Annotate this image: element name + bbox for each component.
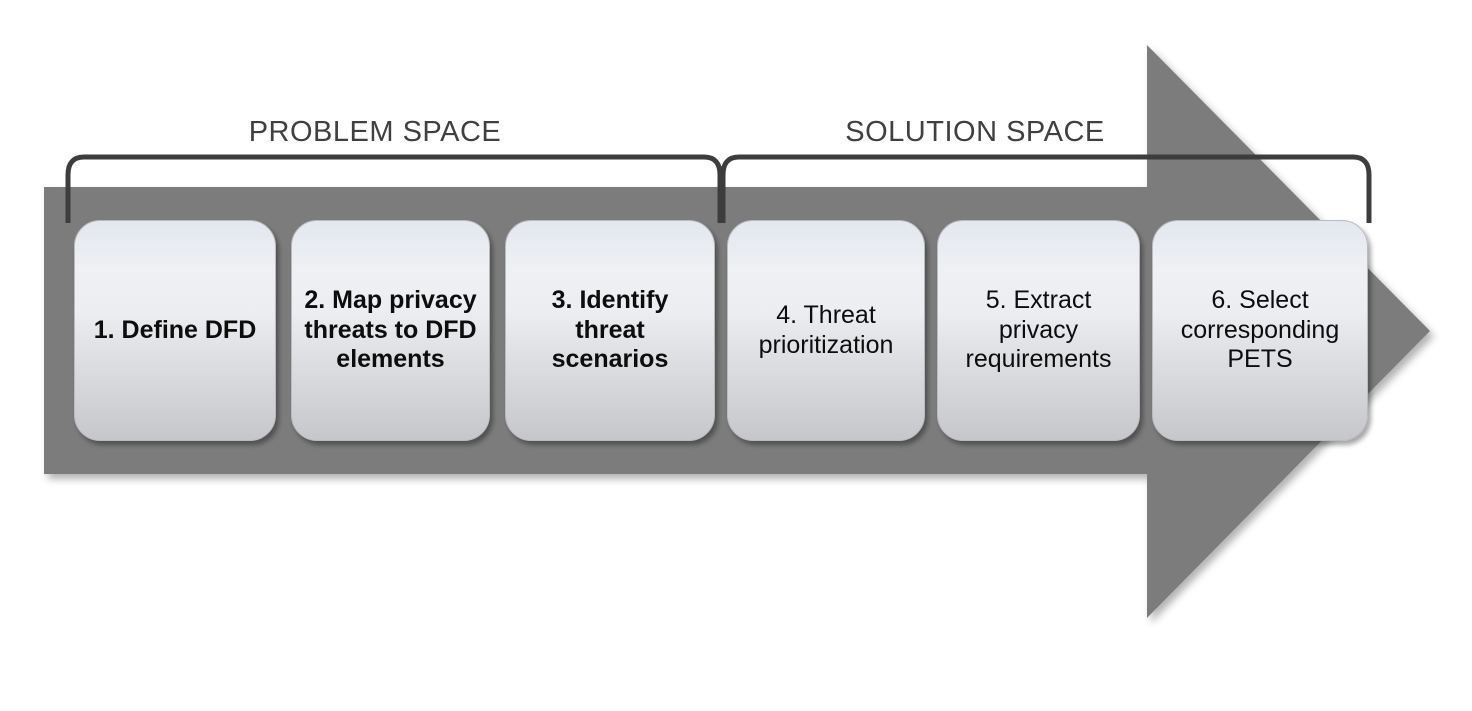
step-box-2[interactable]: 2. Map privacy threats to DFD elements bbox=[291, 220, 490, 441]
problem-space-label: PROBLEM SPACE bbox=[248, 116, 502, 148]
step-label-3: 3. Identify threat scenarios bbox=[551, 286, 669, 374]
step-box-4[interactable]: 4. Threat prioritization bbox=[727, 220, 925, 441]
step-box-6[interactable]: 6. Select corresponding PETS bbox=[1152, 220, 1368, 441]
solution-space-label: SOLUTION SPACE bbox=[845, 116, 1105, 148]
step-label-6: 6. Select corresponding PETS bbox=[1180, 286, 1340, 374]
step-box-1[interactable]: 1. Define DFD bbox=[74, 220, 276, 441]
step-label-1: 1. Define DFD bbox=[93, 315, 257, 344]
step-box-5[interactable]: 5. Extract privacy requirements bbox=[937, 220, 1140, 441]
step-box-3[interactable]: 3. Identify threat scenarios bbox=[505, 220, 715, 441]
step-label-4: 4. Threat prioritization bbox=[758, 301, 894, 359]
step-label-5: 5. Extract privacy requirements bbox=[965, 286, 1112, 374]
step-label-2: 2. Map privacy threats to DFD elements bbox=[304, 286, 477, 374]
